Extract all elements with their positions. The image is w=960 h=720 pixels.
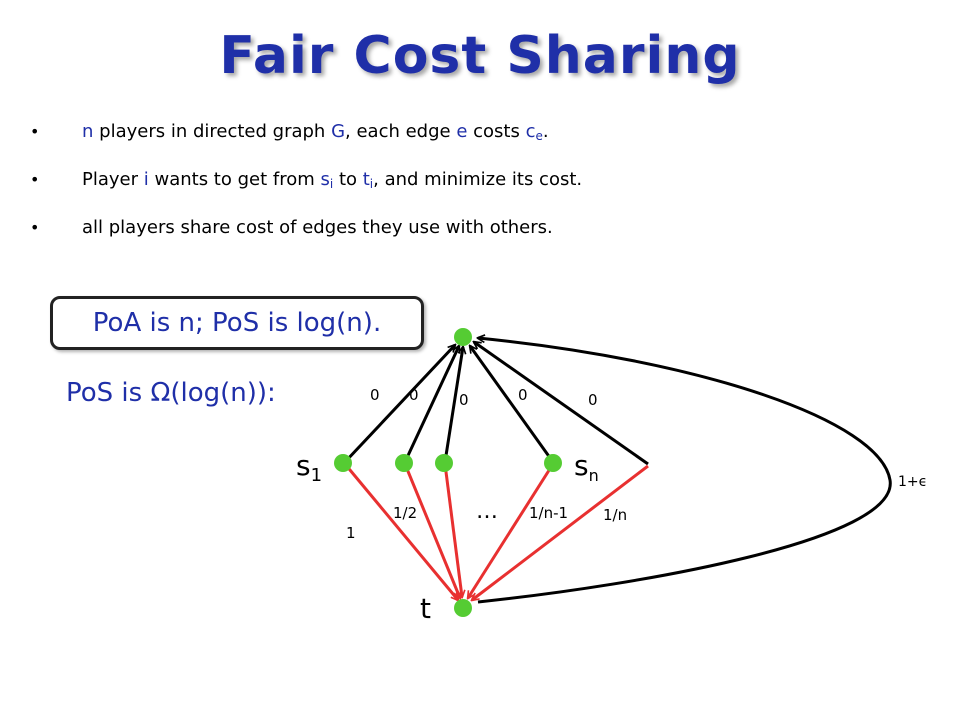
bottom-edge-label: 1 xyxy=(346,524,356,542)
bullet-text: Player i wants to get from si to ti, and… xyxy=(82,169,583,191)
edge-s2-to-top xyxy=(403,346,459,463)
sn-label: sn xyxy=(574,449,599,485)
bullet-dot: • xyxy=(30,218,40,237)
poa-pos-box: PoA is n; PoS is log(n). xyxy=(50,296,424,350)
edge-sn-to-t xyxy=(468,463,555,598)
edge-s1-to-t xyxy=(343,463,458,600)
top-edge-label: 0 xyxy=(459,391,469,409)
edge-s1-to-top xyxy=(343,345,455,464)
edge-s3-to-top xyxy=(443,347,463,463)
bullet-text: n players in directed graph G, each edge… xyxy=(82,121,549,143)
bullet-dot: • xyxy=(30,122,40,141)
loop-edge-label: 1+ϵ xyxy=(898,474,927,490)
bullet-item: • n players in directed graph G, each ed… xyxy=(30,118,930,166)
edge-sn-to-top xyxy=(470,346,555,463)
node-s2 xyxy=(395,454,413,472)
top-edge-label: 0 xyxy=(588,391,598,409)
bullet-item: • all players share cost of edges they u… xyxy=(30,214,930,262)
node-t xyxy=(454,599,472,617)
edge-x-to-t xyxy=(472,464,649,600)
slide-title: Fair Cost Sharing xyxy=(219,26,741,86)
top-edge-label: 0 xyxy=(409,386,419,404)
edge-s2-to-t xyxy=(403,463,460,598)
edge-x-to-top xyxy=(474,342,649,466)
top-edge-label: 0 xyxy=(518,386,528,404)
node-s3 xyxy=(435,454,453,472)
edge-s3-to-t xyxy=(443,463,462,597)
bullet-text: all players share cost of edges they use… xyxy=(82,217,553,238)
bullet-dot: • xyxy=(30,170,40,189)
bottom-edge-label: 1/n-1 xyxy=(529,504,568,522)
bottom-edge-label: 1/2 xyxy=(393,504,417,522)
bottom-edge-label: 1/n xyxy=(603,506,627,524)
t-label: t xyxy=(420,592,431,625)
bullet-item: • Player i wants to get from si to ti, a… xyxy=(30,166,930,214)
bullet-list: • n players in directed graph G, each ed… xyxy=(30,118,930,262)
s1-label: s1 xyxy=(296,449,322,486)
node-sn xyxy=(544,454,562,472)
ellipsis-label: … xyxy=(476,499,498,524)
node-s1 xyxy=(334,454,352,472)
pos-statement: PoS is Ω(log(n)): xyxy=(66,378,276,408)
edge-loop-t-to-top xyxy=(478,338,892,604)
top-edge-label: 0 xyxy=(370,386,380,404)
top-node xyxy=(454,328,472,346)
